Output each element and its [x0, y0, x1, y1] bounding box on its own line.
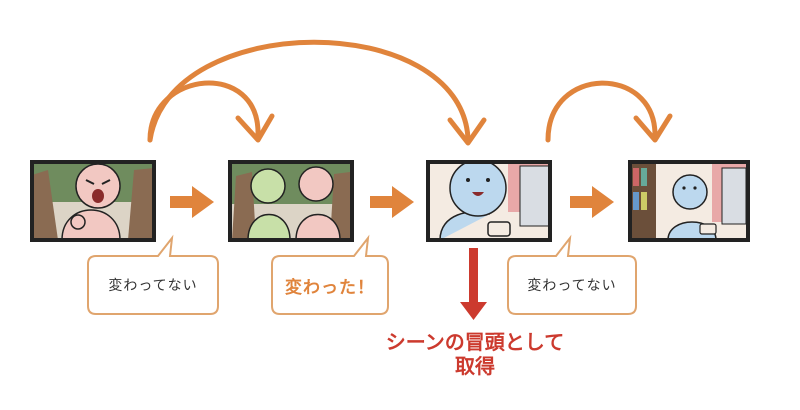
flow-arrow-1 [170, 186, 214, 218]
speech-bubble-3 [507, 234, 637, 315]
flow-arrow-3 [570, 186, 614, 218]
video-frame-2 [228, 160, 354, 242]
selection-arrow [460, 248, 487, 320]
video-frame-3 [426, 160, 552, 242]
video-frame-1 [30, 160, 156, 242]
speech-bubble-2 [271, 234, 389, 315]
bubble-text-2: 変わった！ [285, 277, 375, 298]
video-frame-4 [628, 160, 750, 242]
bubble-text-3: 変わってない [527, 278, 617, 294]
speech-bubble-1 [87, 234, 219, 315]
skip-arrow-3-to-4 [545, 80, 673, 143]
skip-arrow-1-to-3 [147, 39, 487, 146]
bubble-text-1: 変わってない [108, 278, 198, 294]
flow-arrow-2 [370, 186, 414, 218]
caption-line-2: 取得 [455, 354, 495, 378]
skip-arrow-1-to-2 [147, 80, 275, 143]
caption-line-1: シーンの冒頭として [385, 330, 565, 354]
